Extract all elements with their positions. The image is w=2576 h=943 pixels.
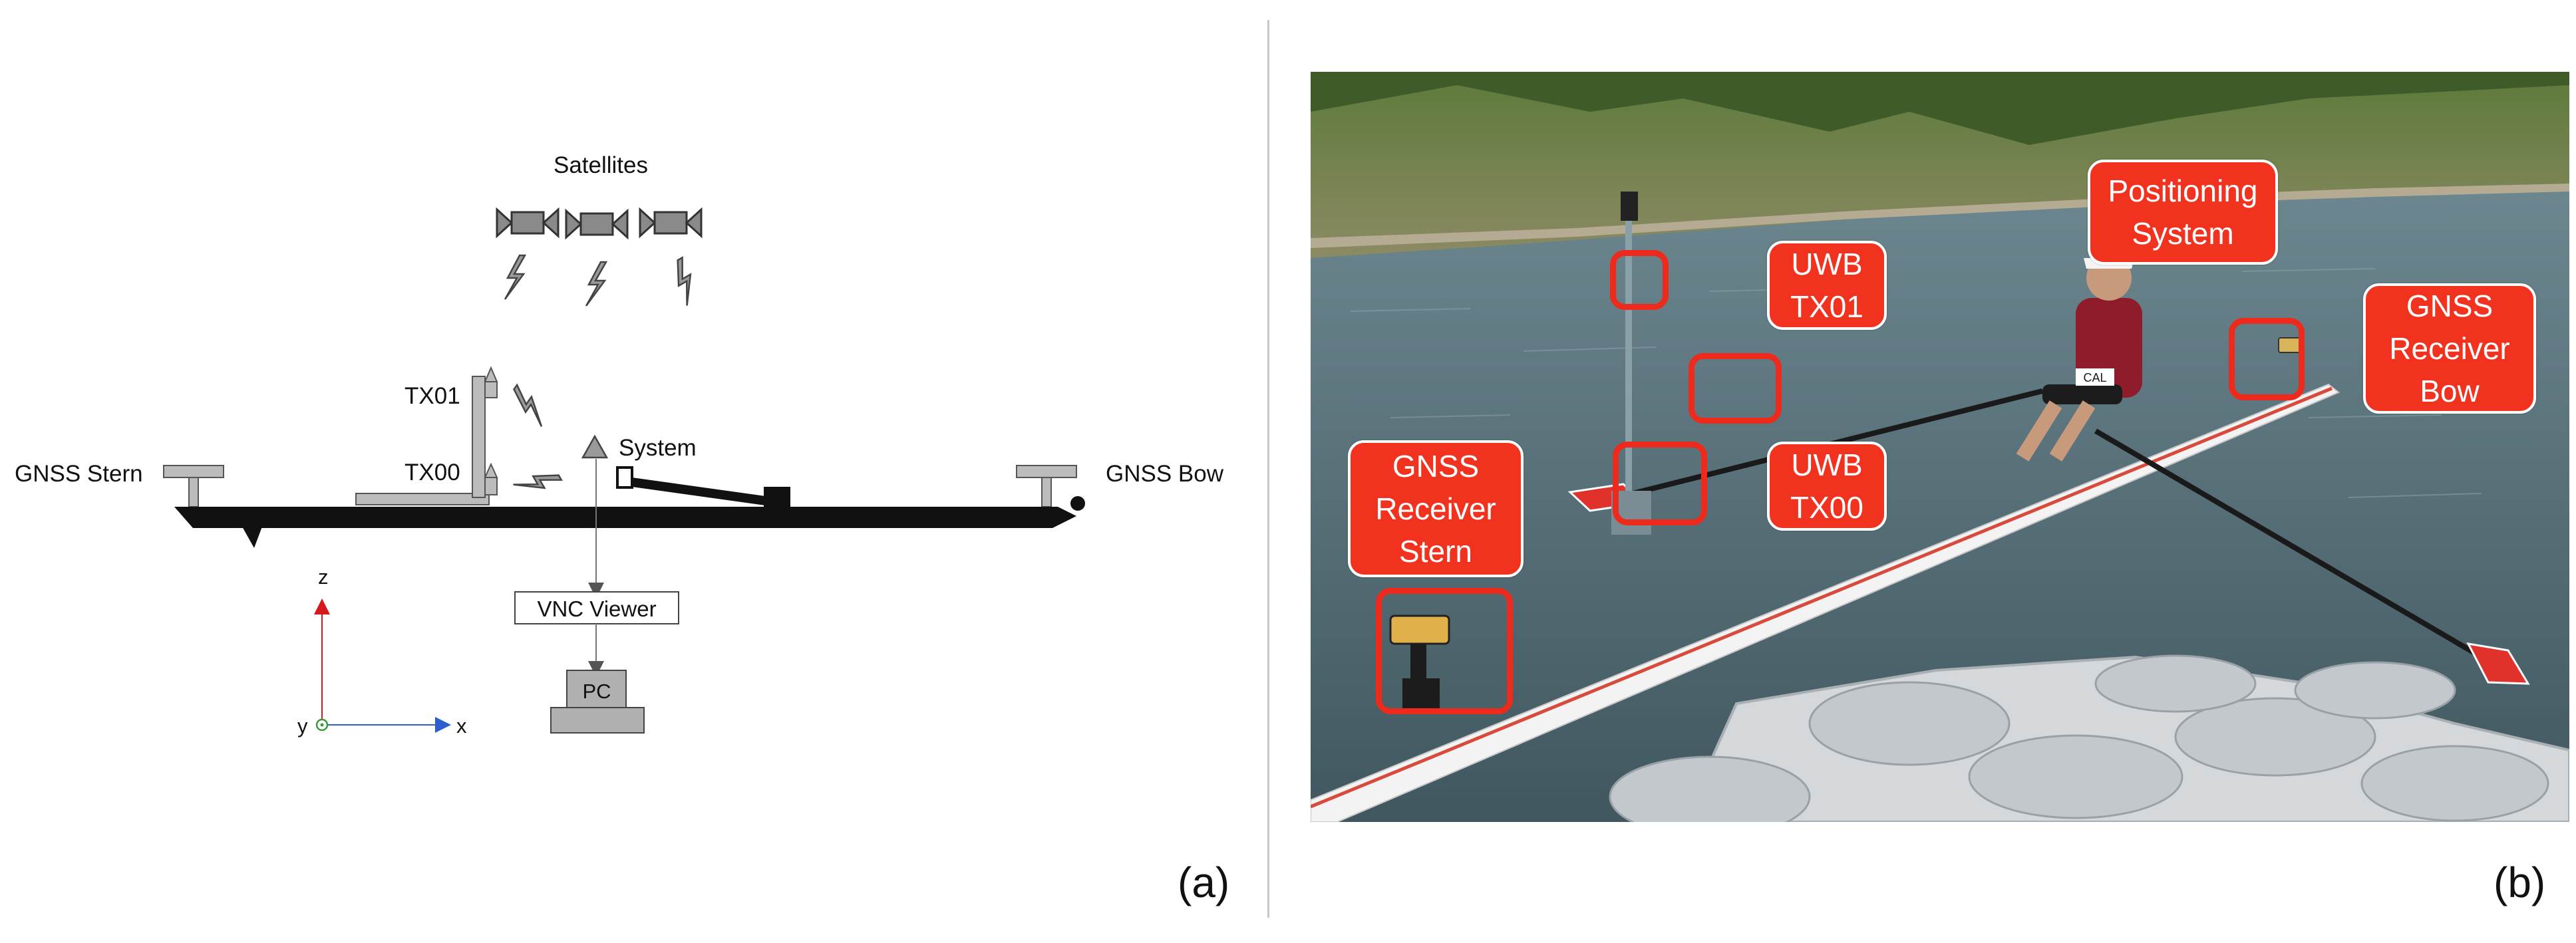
signal-bolt-icon (505, 255, 525, 299)
axis-z-label: z (318, 565, 329, 589)
positioning-system-highlight (1689, 353, 1782, 424)
callout-line: TX01 (1770, 285, 1884, 328)
satellite-icon (497, 209, 558, 236)
uwb-tx01-callout: UWB TX01 (1767, 241, 1887, 330)
callout-line: GNSS (1351, 445, 1521, 487)
callout-line: Bow (2366, 370, 2533, 412)
callout-line: Positioning (2090, 170, 2275, 212)
uwb-tx01-highlight (1610, 250, 1669, 310)
gnss-stern-receiver-icon (164, 466, 224, 507)
callout-line: TX00 (1770, 486, 1884, 529)
callout-line: Receiver (1351, 487, 1521, 530)
vnc-viewer-label: VNC Viewer (537, 597, 656, 621)
tx01-label: TX01 (404, 383, 460, 409)
axis-y-label: y (297, 714, 308, 738)
signal-bolt-icon (506, 385, 553, 426)
axis-x-label: x (456, 714, 467, 738)
gnss-bow-highlight (2229, 318, 2305, 400)
uwb-tx00-callout: UWB TX00 (1767, 442, 1887, 531)
boat-hull (174, 496, 1085, 548)
gnss-bow-receiver-icon (1017, 466, 1076, 507)
panel-b-photo: CAL Positioning System UWB TX01 GNSS Rec… (1271, 0, 2576, 940)
signal-bolt-icon (514, 463, 562, 502)
callout-line: Receiver (2366, 327, 2533, 370)
gnss-receiver-stern-callout: GNSS Receiver Stern (1348, 440, 1524, 577)
rower-bib: CAL (2083, 371, 2106, 384)
panel-divider (1267, 20, 1269, 918)
gnss-bow-label: GNSS Bow (1106, 461, 1224, 487)
system-antenna-icon (583, 436, 607, 458)
panel-letter-b: (b) (2494, 858, 2545, 907)
panel-letter-a: (a) (1178, 858, 1229, 907)
gnss-stern-label: GNSS Stern (15, 461, 143, 487)
pc-label: PC (582, 680, 611, 703)
schematic-diagram: Satellites TX01 TX00 System (0, 0, 1267, 940)
positioning-system-callout: Positioning System (2088, 160, 2278, 265)
panel-a-schematic: Satellites TX01 TX00 System (0, 0, 1267, 940)
callout-line: GNSS (2366, 285, 2533, 327)
satellite-icon (640, 209, 701, 236)
rowing-boat-photo: CAL Positioning System UWB TX01 GNSS Rec… (1311, 72, 2569, 822)
satellite-icon (566, 211, 627, 237)
tx00-label: TX00 (404, 460, 460, 485)
callout-line: UWB (1770, 444, 1884, 486)
signal-bolt-icon (665, 257, 705, 305)
gnss-receiver-bow-callout: GNSS Receiver Bow (2363, 283, 2536, 414)
satellites-label: Satellites (554, 152, 648, 178)
callout-line: Stern (1351, 530, 1521, 573)
gnss-stern-highlight (1376, 588, 1513, 714)
signal-bolt-icon (586, 262, 606, 306)
callout-line: UWB (1770, 243, 1884, 285)
uwb-tx00-highlight (1613, 442, 1707, 525)
callout-line: System (2090, 212, 2275, 255)
coordinate-axes (317, 606, 443, 730)
system-label: System (619, 435, 697, 461)
rigger-arm (617, 468, 790, 509)
